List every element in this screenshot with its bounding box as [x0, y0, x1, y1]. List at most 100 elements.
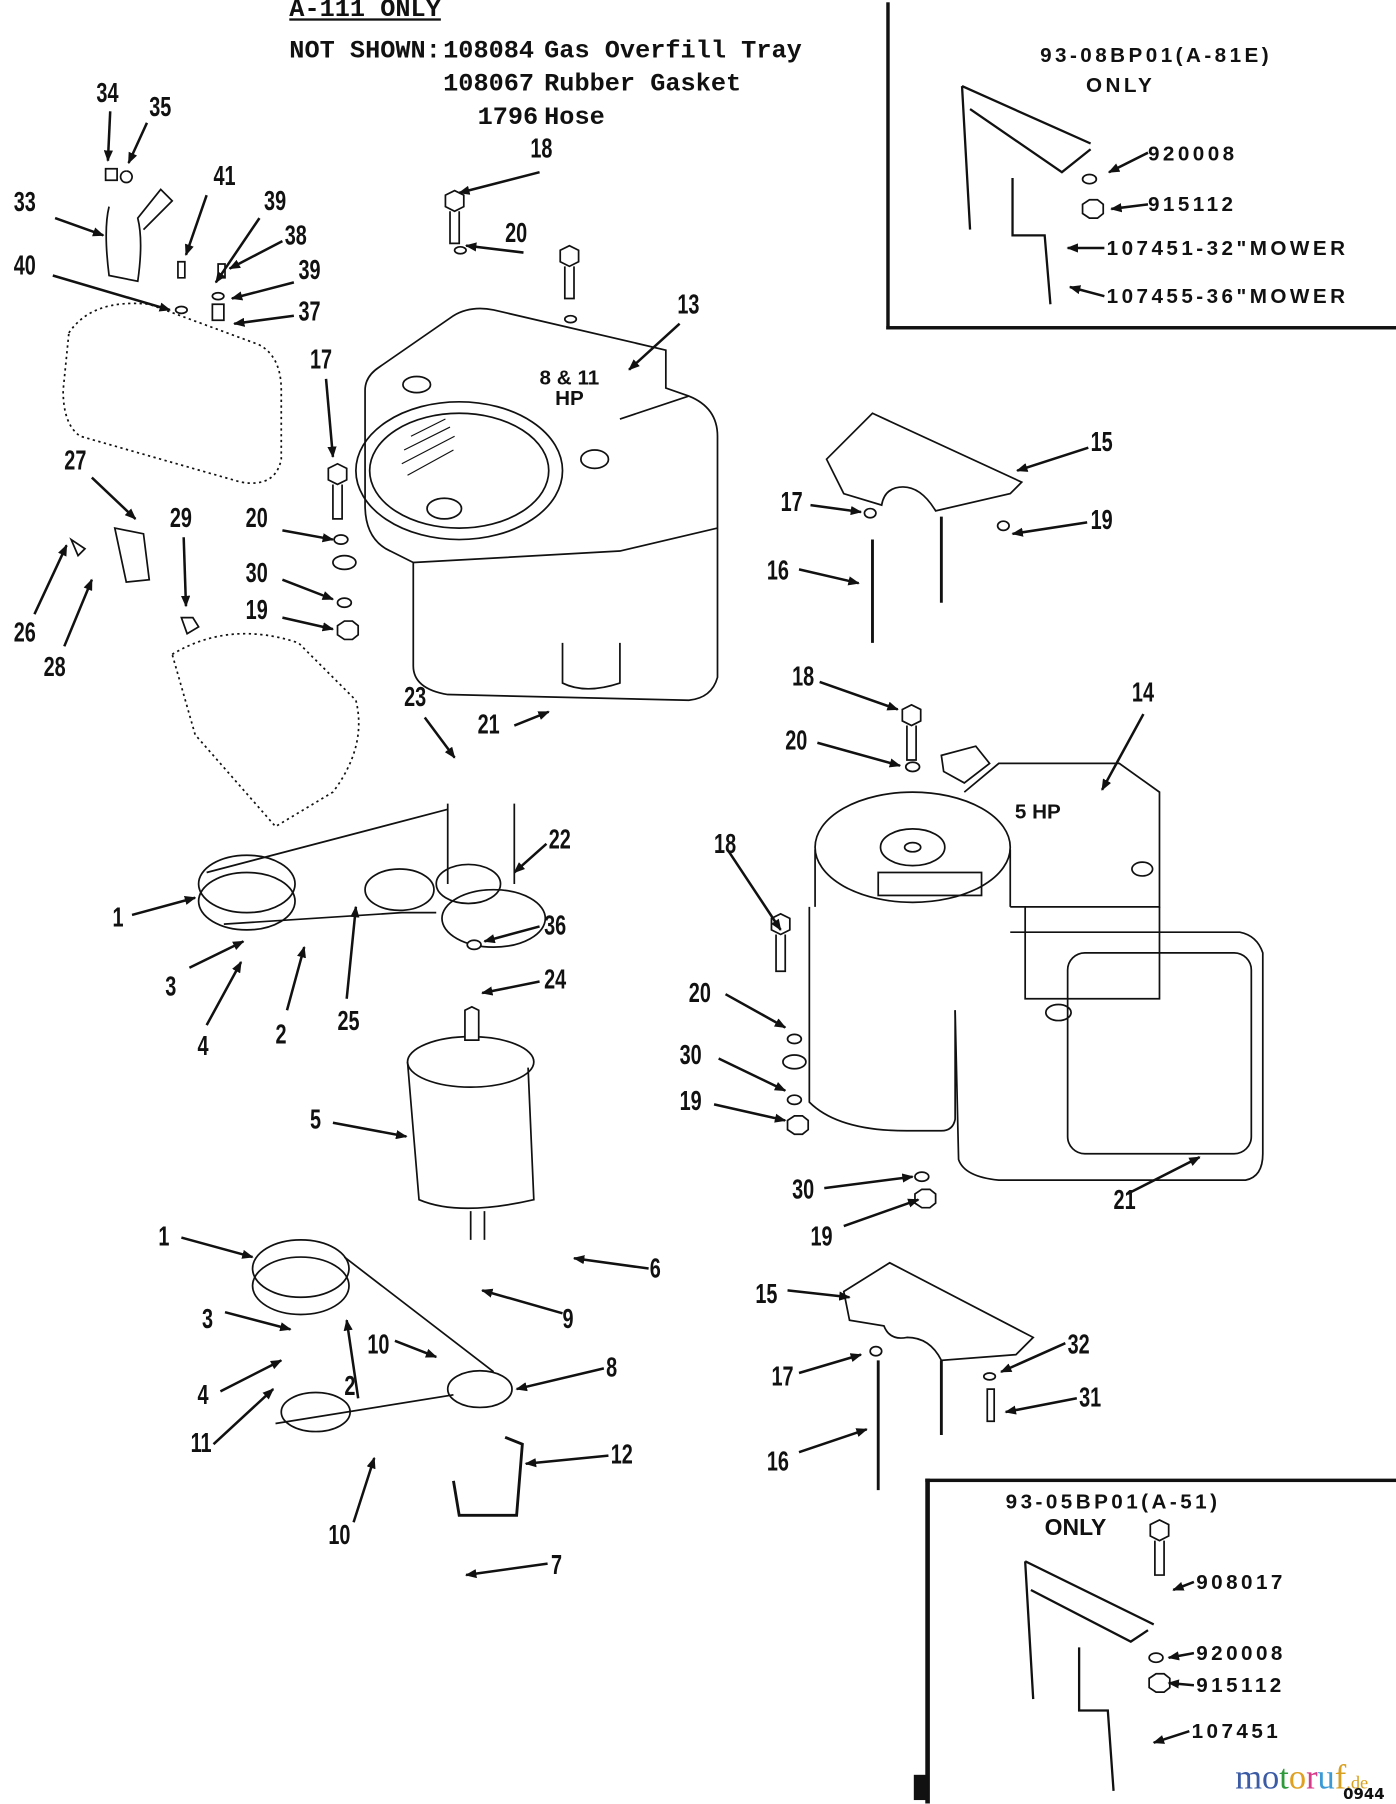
callout-label: 4 — [197, 1030, 209, 1062]
callout-label: 18 — [714, 828, 737, 860]
inset-arrow — [1152, 1729, 1190, 1744]
callout-label: 25 — [337, 1005, 360, 1037]
not-shown-desc-2: Rubber Gasket — [544, 70, 742, 99]
callout-label: 19 — [810, 1221, 833, 1253]
callout-label: 20 — [785, 725, 808, 757]
engine-5hp-drawing — [808, 745, 1264, 1182]
callout-arrow — [718, 1057, 787, 1092]
callout-label: 20 — [688, 978, 711, 1010]
inset-bottom-title: 93-05BP01(A-51) — [1005, 1490, 1221, 1514]
inset-arrow — [1110, 203, 1149, 213]
callout-label: 3 — [165, 971, 177, 1003]
callout-label: 12 — [610, 1439, 633, 1471]
inset-top-box — [886, 2, 1396, 330]
inset-bottom-part-3: 915112 — [1196, 1673, 1285, 1697]
inset-top-part-4: 107455-36"MOWER — [1106, 284, 1349, 308]
callout-label: 38 — [284, 220, 307, 252]
callout-arrow — [281, 578, 334, 601]
callout-arrow — [513, 842, 548, 874]
callout-label: 3 — [202, 1304, 214, 1336]
callout-arrow — [787, 1289, 851, 1301]
callout-label: 2 — [275, 1019, 287, 1051]
callout-arrow — [394, 1339, 438, 1359]
not-shown-part-3: 1796 — [477, 103, 539, 133]
callout-arrow — [228, 239, 283, 270]
engine-8-11hp-drawing — [355, 307, 719, 702]
callout-arrow — [423, 716, 456, 759]
callout-label: 16 — [766, 555, 789, 587]
inset-top-part-2: 915112 — [1148, 192, 1237, 216]
not-shown-part-2: 108067 — [443, 70, 535, 99]
callout-arrow — [483, 925, 540, 944]
callout-arrow — [90, 476, 137, 520]
callout-arrow — [52, 274, 172, 312]
callout-arrow — [824, 1173, 914, 1190]
callout-arrow — [515, 1367, 605, 1392]
callout-label: 17 — [771, 1361, 794, 1393]
callout-arrow — [798, 568, 860, 586]
not-shown-desc-3: Hose — [544, 103, 605, 133]
callout-arrow — [219, 1359, 283, 1393]
callout-label: 29 — [169, 502, 192, 534]
callout-label: 30 — [245, 557, 268, 589]
callout-arrow — [205, 961, 243, 1026]
callout-label: 13 — [677, 289, 700, 321]
not-shown-desc-1: Gas Overfill Tray — [544, 36, 802, 66]
callout-arrow — [464, 242, 524, 254]
callout-arrow — [233, 314, 295, 327]
callout-arrow — [1100, 713, 1145, 791]
callout-arrow — [282, 616, 335, 632]
inset-bottom-subtitle: ONLY — [1044, 1515, 1107, 1541]
callout-label: 39 — [298, 254, 321, 286]
watermark-letters: motoruf — [1235, 1759, 1346, 1798]
callout-arrow — [724, 993, 787, 1029]
watermark-letter: o — [1288, 1758, 1307, 1797]
callout-label: 40 — [13, 250, 36, 282]
callout-label: 4 — [197, 1379, 209, 1411]
callout-label: 35 — [149, 91, 172, 123]
callout-label: 30 — [792, 1174, 815, 1206]
inset-top-subtitle: ONLY — [1086, 73, 1156, 97]
watermark-brand: motoruf.de — [1235, 1759, 1368, 1798]
callout-arrow — [843, 1198, 920, 1228]
callout-arrow — [628, 322, 681, 371]
callout-arrow — [572, 1255, 649, 1270]
inset-arrow — [1172, 1580, 1195, 1592]
callout-arrow — [127, 122, 149, 165]
callout-arrow — [184, 194, 208, 256]
callout-label: 7 — [551, 1549, 563, 1581]
engine-small-hp-label: 5 HP — [1014, 800, 1061, 824]
callout-arrow — [481, 1288, 563, 1315]
inset-top-part-1: 920008 — [1148, 142, 1238, 166]
callout-arrow — [224, 1310, 292, 1332]
watermark-letter: u — [1317, 1758, 1335, 1797]
callout-label: 33 — [13, 187, 36, 219]
callout-arrow — [798, 1428, 868, 1454]
callout-arrow — [513, 710, 550, 727]
callout-arrow — [713, 1103, 787, 1123]
watermark-code: 0944 — [1343, 1786, 1385, 1804]
callout-label: 18 — [792, 661, 815, 693]
callout-arrow — [810, 503, 863, 516]
callout-label: 41 — [213, 160, 236, 192]
callout-label: 15 — [755, 1278, 778, 1310]
callout-label: 27 — [64, 445, 87, 477]
watermark-letter: r — [1306, 1758, 1318, 1797]
not-shown-label: NOT SHOWN: — [289, 36, 441, 66]
callout-label: 17 — [309, 344, 333, 376]
bolt-shapes — [327, 189, 1170, 1576]
callout-label: 34 — [96, 78, 119, 110]
callout-label: 19 — [245, 594, 268, 626]
callout-label: 2 — [344, 1370, 356, 1402]
callout-arrow — [212, 1388, 275, 1446]
inset-bottom-part-2: 920008 — [1196, 1641, 1286, 1665]
callout-label: 30 — [679, 1040, 702, 1072]
callout-label: 15 — [1090, 427, 1113, 459]
callout-label: 1 — [112, 902, 124, 934]
callout-label: 32 — [1067, 1329, 1090, 1361]
callout-label: 11 — [190, 1428, 212, 1460]
callout-arrow — [214, 217, 261, 284]
callout-arrow — [464, 1562, 548, 1579]
callout-arrow — [1126, 1156, 1201, 1196]
